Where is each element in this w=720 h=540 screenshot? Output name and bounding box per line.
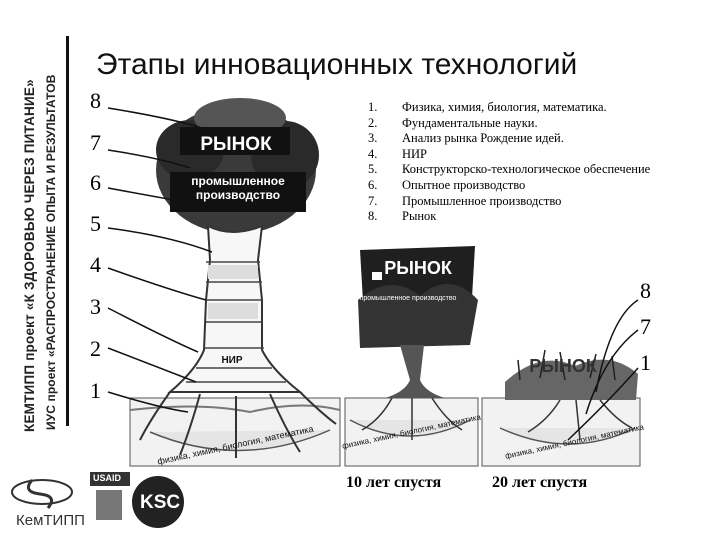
stage-number: 6. — [368, 177, 378, 192]
right-stage-1: 1 — [640, 350, 651, 375]
list-item: 8. Рынок — [368, 209, 650, 225]
middle-tree-market-label: РЫНОК — [384, 258, 453, 278]
caption-ten-years: 10 лет спустя — [346, 474, 442, 491]
right-pointer-lines — [567, 299, 639, 441]
big-tree-industrial-label: промышленное производство — [191, 174, 285, 202]
stage-text: Промышленное производство — [402, 193, 562, 208]
stage-number: 8. — [368, 209, 378, 224]
big-tree-stage-8: 8 — [90, 88, 101, 113]
big-tree-stage-4: 4 — [90, 252, 101, 277]
list-item: 4. НИР — [368, 147, 650, 163]
big-tree-crown — [156, 98, 319, 234]
big-tree-stage-5: 5 — [90, 211, 101, 236]
stage-number: 1. — [368, 100, 378, 114]
stage-text: Анализ рынка Рождение идей. — [402, 131, 564, 146]
list-item: 5. Конструкторско-технологическое обеспеч… — [368, 162, 650, 178]
right-stage-8: 8 — [640, 278, 651, 303]
big-tree-stage-2: 2 — [90, 336, 101, 361]
big-tree-market-label: РЫНОК — [200, 134, 272, 155]
vertical-divider-line — [66, 36, 69, 426]
big-tree-pointer-lines — [107, 107, 233, 413]
middle-tree-industrial-label: промышленное производство — [360, 295, 457, 302]
stage-number: 7. — [368, 193, 378, 208]
stage-text: Опытное производство — [402, 177, 526, 192]
big-tree-nir-label: НИР — [221, 355, 242, 366]
page-title: Этапы инновационных технологий — [96, 48, 578, 81]
caption-twenty-years: 20 лет спустя — [492, 474, 588, 491]
middle-tree — [358, 246, 478, 440]
right-stage-7: 7 — [640, 314, 651, 339]
stage-text: Физика, химия, биология, математика. — [402, 100, 607, 114]
big-tree-trunk — [167, 224, 303, 393]
stage-number: 2. — [368, 115, 378, 130]
list-item: 6. Опытное производство — [368, 178, 650, 194]
list-item: 1. Физика, химия, биология, математика. — [368, 100, 650, 116]
stage-text: Фундаментальные науки. — [402, 115, 538, 130]
list-item: 3. Анализ рынка Рождение идей. — [368, 131, 650, 147]
stage-number: 4. — [368, 146, 378, 161]
stage-number: 5. — [368, 162, 378, 177]
stage-text: Рынок — [402, 209, 437, 224]
stage-text: НИР — [402, 146, 428, 161]
ksc-logo-label: KSC — [140, 492, 181, 513]
kemtipp-logo-label: КемТИПП — [16, 512, 85, 529]
list-item: 7. Промышленное производство — [368, 194, 650, 210]
big-tree-roots — [139, 391, 337, 458]
stage-text: Конструкторско-технологическое обеспечен… — [402, 162, 651, 177]
big-tree-stage-6: 6 — [90, 170, 101, 195]
big-tree-stage-7: 7 — [90, 130, 101, 155]
big-tree-stage-3: 3 — [90, 294, 101, 319]
stage-legend-list: 1. Физика, химия, биология, математика. 2… — [368, 100, 650, 225]
usaid-logo — [90, 472, 130, 520]
kemtipp-logo — [11, 479, 73, 509]
big-tree-stage-1: 1 — [90, 378, 101, 403]
big-tree-industrial-box: промышленное производство — [191, 174, 285, 202]
list-item: 2. Фундаментальные науки. — [368, 116, 650, 132]
ksc-logo — [132, 476, 184, 528]
stage-number: 3. — [368, 131, 378, 146]
usaid-logo-label: USAID — [93, 473, 122, 483]
right-tree-market-label: РЫНОК — [529, 356, 598, 376]
